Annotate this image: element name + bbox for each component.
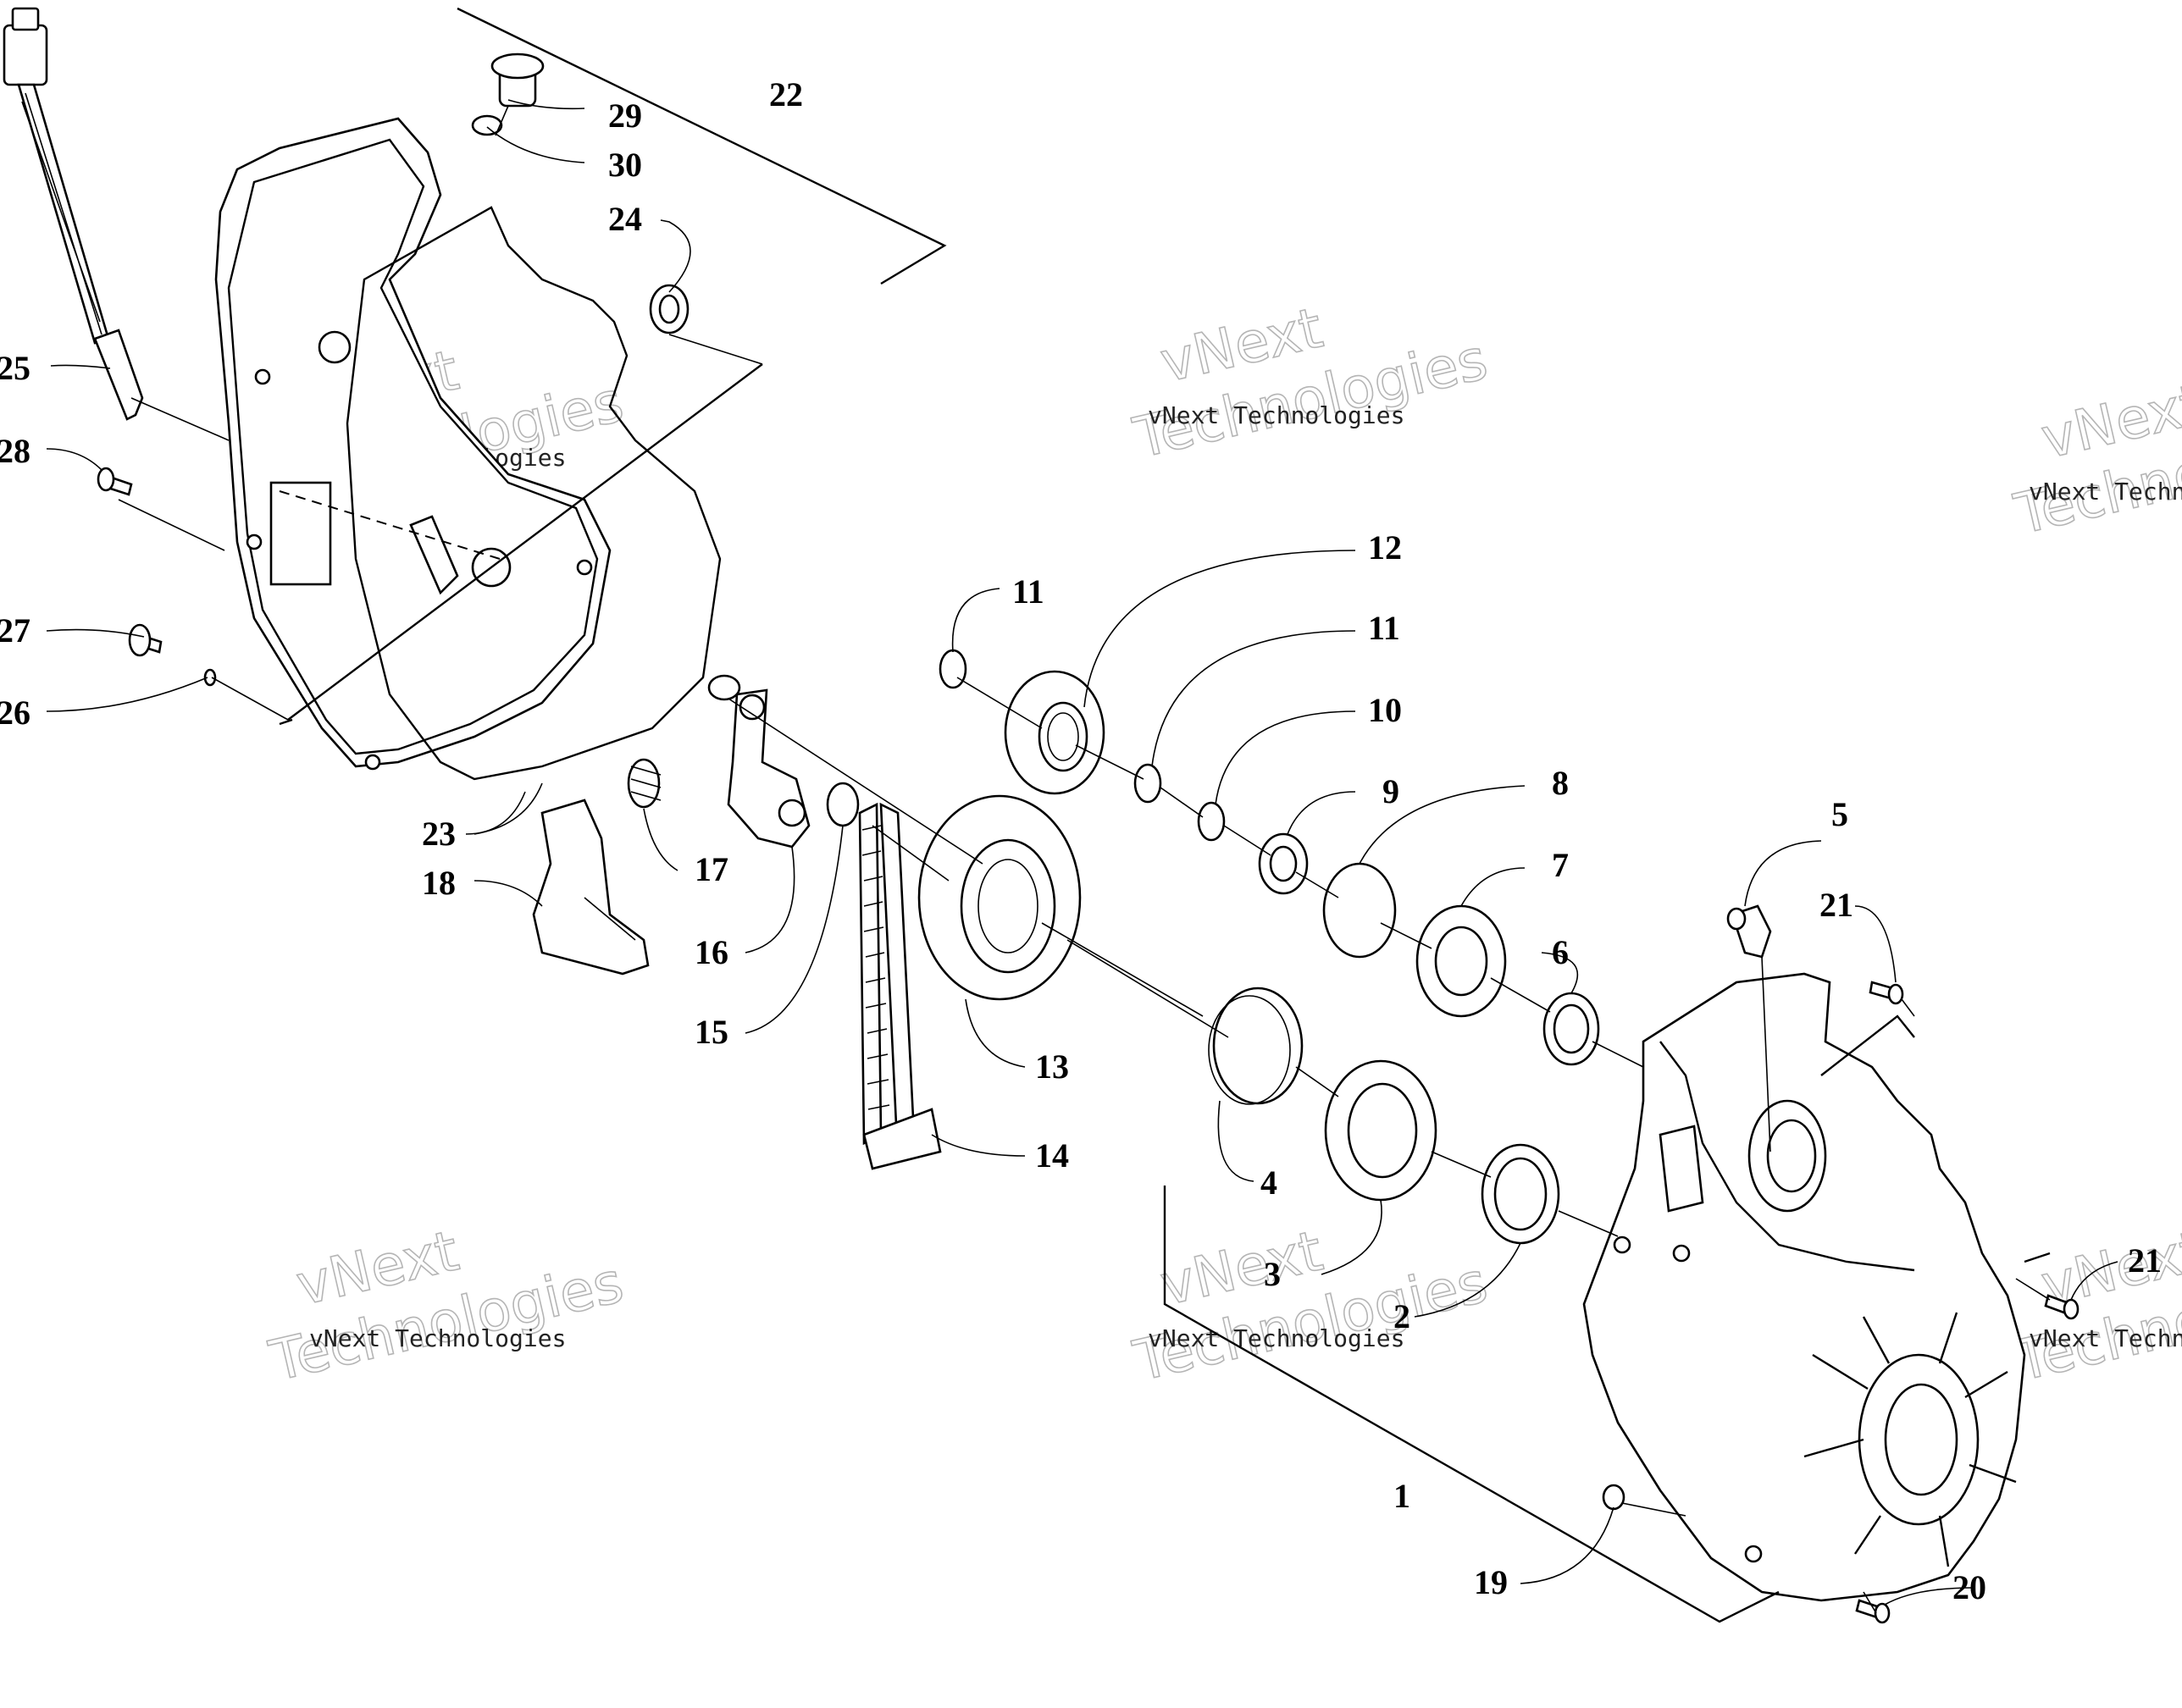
drain-plug-part bbox=[490, 53, 545, 108]
vent-fitting-part bbox=[1726, 904, 1772, 959]
callout-8: 8 bbox=[1552, 764, 1569, 802]
callout-20: 20 bbox=[1952, 1568, 1986, 1606]
bolt-21b-part bbox=[2044, 1294, 2080, 1320]
callout-28: 28 bbox=[0, 432, 30, 470]
bearing-3-part bbox=[1324, 1059, 1437, 1202]
callout-13: 13 bbox=[1035, 1047, 1069, 1086]
snap-ring-11b-part bbox=[1133, 763, 1162, 804]
callout-14: 14 bbox=[1035, 1136, 1069, 1175]
bolt-21a-part bbox=[1869, 981, 1904, 1005]
chaincase-part bbox=[1582, 972, 2026, 1602]
snap-ring-8-part bbox=[1322, 862, 1397, 959]
callout-10: 10 bbox=[1368, 691, 1402, 729]
washer-top-tensioner-part bbox=[707, 674, 741, 701]
spring-part bbox=[627, 758, 662, 809]
callout-1: 1 bbox=[1393, 1477, 1410, 1515]
callout-6: 6 bbox=[1552, 933, 1569, 971]
watermark-right-top: vNext Technologies vNext Technologies bbox=[2008, 371, 2182, 548]
callout-labels: 29 30 22 24 25 28 27 26 23 18 17 16 15 1… bbox=[0, 75, 2162, 1606]
callout-24: 24 bbox=[608, 200, 642, 238]
watermark-center-top: vNext Technologies vNext Technologies bbox=[1127, 295, 1494, 472]
snap-ring-10-part bbox=[1197, 801, 1226, 842]
callout-21b: 21 bbox=[2128, 1241, 2162, 1280]
callout-2: 2 bbox=[1393, 1297, 1410, 1335]
callout-27: 27 bbox=[0, 611, 30, 649]
leader-lines bbox=[46, 99, 2118, 1606]
bolt-27-part bbox=[128, 623, 163, 657]
washer-9-part bbox=[1258, 832, 1309, 895]
svg-text:vNext Technologies: vNext Technologies bbox=[2029, 478, 2182, 506]
nut-19-part bbox=[1602, 1484, 1625, 1511]
gasket-part bbox=[346, 206, 722, 781]
callout-4: 4 bbox=[1260, 1164, 1277, 1202]
callout-30: 30 bbox=[608, 146, 642, 184]
watermark-left-bottom: vNext Technologies vNext Technologies bbox=[263, 1218, 630, 1395]
callout-29: 29 bbox=[608, 97, 642, 135]
callout-26: 26 bbox=[0, 694, 30, 732]
cover-seal-part bbox=[649, 284, 689, 334]
callout-11a: 11 bbox=[1012, 572, 1044, 611]
bolt-28-part bbox=[97, 467, 133, 496]
snap-ring-15-part bbox=[826, 782, 860, 827]
tensioner-arm-part bbox=[727, 688, 811, 848]
slider-pad-part bbox=[532, 799, 650, 976]
snap-ring-11a-part bbox=[939, 649, 967, 689]
callout-23: 23 bbox=[422, 815, 456, 853]
washer-26-part bbox=[203, 668, 217, 687]
callout-11b: 11 bbox=[1368, 609, 1400, 647]
sensor-cable-part bbox=[3, 7, 144, 421]
callout-17: 17 bbox=[695, 850, 728, 888]
callout-22: 22 bbox=[769, 75, 803, 113]
seal-2-part bbox=[1481, 1143, 1560, 1245]
plug-o-ring-part bbox=[471, 114, 503, 136]
svg-text:vNext Technologies: vNext Technologies bbox=[309, 1324, 566, 1352]
callout-15: 15 bbox=[695, 1013, 728, 1051]
snap-ring-4-part bbox=[1208, 987, 1304, 1105]
callout-5: 5 bbox=[1831, 795, 1848, 833]
svg-text:vNext Technologies: vNext Technologies bbox=[1148, 1324, 1404, 1352]
callout-12: 12 bbox=[1368, 528, 1402, 567]
bracket-lines bbox=[279, 7, 2051, 1623]
callout-16: 16 bbox=[695, 933, 728, 971]
callout-7: 7 bbox=[1552, 846, 1569, 884]
callout-9: 9 bbox=[1382, 772, 1399, 810]
callout-18: 18 bbox=[422, 864, 456, 902]
large-gear-part bbox=[917, 794, 1082, 1001]
callout-21a: 21 bbox=[1819, 886, 1853, 924]
callout-19: 19 bbox=[1474, 1563, 1508, 1601]
assembly-lines bbox=[118, 105, 2051, 1614]
small-gear-part bbox=[1004, 670, 1105, 795]
svg-text:vNext Technologies: vNext Technologies bbox=[2029, 1324, 2182, 1352]
callout-3: 3 bbox=[1264, 1255, 1281, 1293]
outer-cover-part bbox=[214, 117, 612, 771]
chain-part bbox=[858, 802, 942, 1170]
callout-25: 25 bbox=[0, 349, 30, 387]
bearing-7-part bbox=[1415, 904, 1507, 1018]
watermark-center-bottom: vNext Technologies vNext Technologies bbox=[1127, 1218, 1494, 1395]
bolt-20-part bbox=[1855, 1599, 1891, 1624]
seal-6-part bbox=[1542, 992, 1600, 1066]
svg-text:vNext Technologies: vNext Technologies bbox=[1148, 401, 1404, 429]
